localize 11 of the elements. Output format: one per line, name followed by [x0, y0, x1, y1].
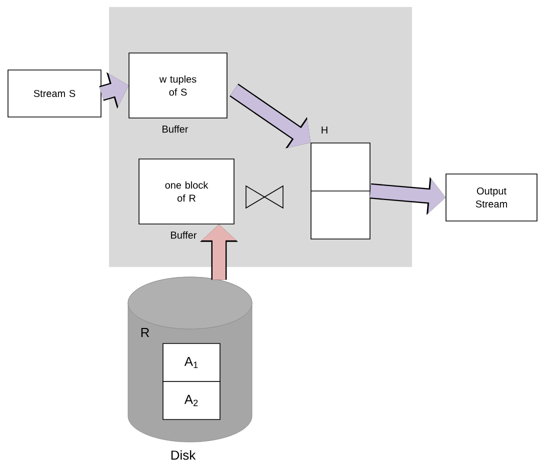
cell-box: A$_{1}$ — [162, 343, 220, 382]
buffer-caption: Buffer — [171, 231, 197, 239]
disk-caption: Disk — [171, 450, 196, 460]
stream-box: Stream S — [8, 70, 102, 118]
table-heading: H — [322, 126, 328, 134]
stream-box: Output Stream — [446, 174, 538, 222]
buffer-caption: Buffer — [162, 125, 188, 133]
buffer-box: w tuples of S — [128, 52, 228, 118]
disk-label: R — [141, 328, 150, 337]
buffer-box: one block of R — [138, 158, 234, 224]
cell-box: A$_{2}$ — [162, 381, 220, 420]
